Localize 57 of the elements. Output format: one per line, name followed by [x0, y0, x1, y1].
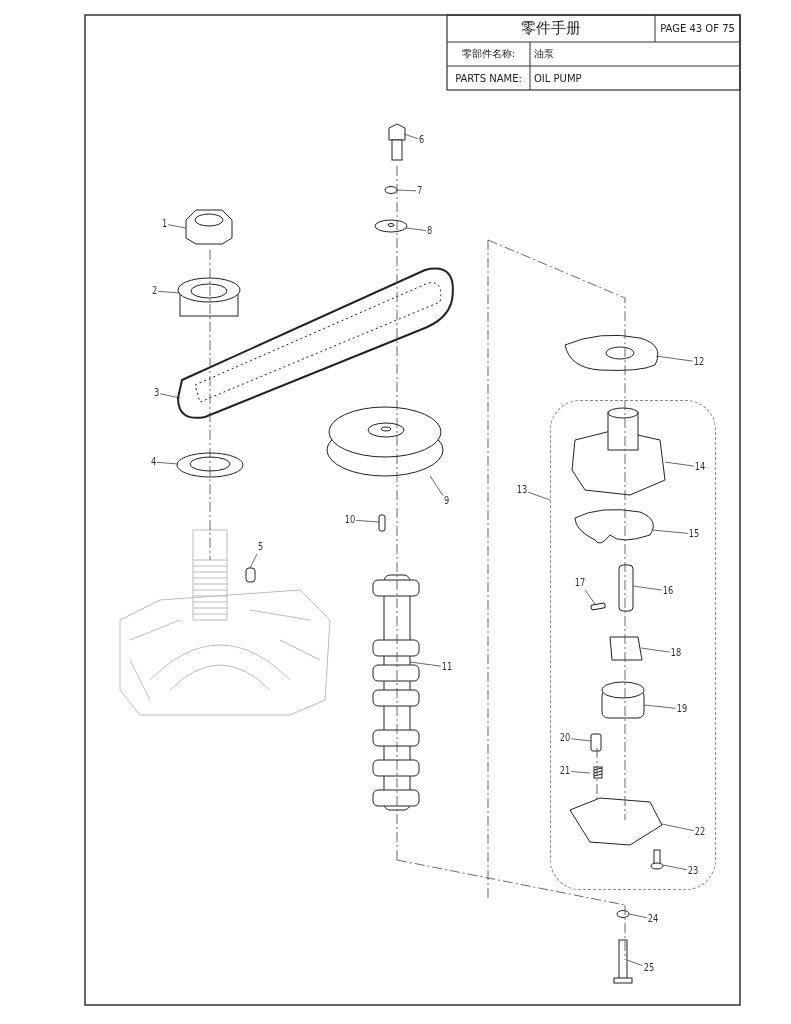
leader-line	[584, 589, 596, 605]
callout-number: 24	[647, 913, 659, 925]
callout-number: 22	[694, 826, 706, 838]
leader-line	[409, 661, 442, 667]
field-value: OIL PUMP	[534, 72, 582, 84]
leader-line	[403, 133, 419, 140]
callout-number: 10	[344, 514, 356, 526]
callout-number: 18	[670, 647, 682, 659]
callout-number: 12	[693, 356, 705, 368]
callout-number: 25	[643, 962, 655, 974]
callout-number: 16	[662, 585, 674, 597]
field-label: 零部件名称:	[461, 47, 516, 61]
leader-line	[570, 738, 592, 742]
leader-line	[157, 290, 181, 294]
leader-line	[405, 227, 427, 231]
leader-line	[651, 529, 689, 534]
callout-number: 11	[441, 661, 453, 673]
callout-number: 3	[153, 387, 160, 399]
leader-line	[661, 823, 695, 832]
callout-number: 8	[426, 225, 433, 237]
callout-number: 15	[688, 528, 700, 540]
leader-line	[664, 461, 695, 467]
leader-line	[662, 864, 688, 871]
leader-line	[396, 189, 417, 192]
field-value: 油泵	[534, 47, 554, 61]
dashed-group-outline	[550, 400, 716, 890]
callout-number: 14	[694, 461, 706, 473]
field-label: PARTS NAME:	[455, 72, 522, 84]
callout-number: 1	[161, 218, 168, 230]
callout-number: 19	[676, 703, 688, 715]
callout-number: 6	[418, 134, 425, 146]
callout-number: 7	[416, 185, 423, 197]
callout-number: 13	[516, 484, 528, 496]
callout-number: 9	[443, 495, 450, 507]
leader-line	[628, 913, 648, 919]
callout-number: 2	[151, 285, 158, 297]
leader-line	[249, 553, 258, 569]
leader-line	[632, 585, 663, 591]
callout-number: 17	[574, 577, 586, 589]
leader-line	[429, 475, 444, 496]
callout-number: 23	[687, 865, 699, 877]
leader-line	[643, 704, 677, 709]
leader-line	[655, 355, 694, 362]
leader-line	[156, 461, 179, 465]
leader-line	[640, 647, 671, 653]
manual-title: 零件手册	[521, 19, 581, 38]
leader-line	[159, 393, 181, 399]
page-number: PAGE 43 OF 75	[660, 23, 735, 34]
leader-line	[355, 520, 380, 523]
callout-number: 4	[150, 456, 157, 468]
callout-number: 21	[559, 765, 571, 777]
leader-line	[626, 959, 644, 967]
callout-number: 5	[257, 541, 264, 553]
callout-number: 20	[559, 732, 571, 744]
leader-line	[570, 771, 591, 774]
leader-line	[527, 491, 551, 501]
leader-line	[167, 224, 187, 229]
